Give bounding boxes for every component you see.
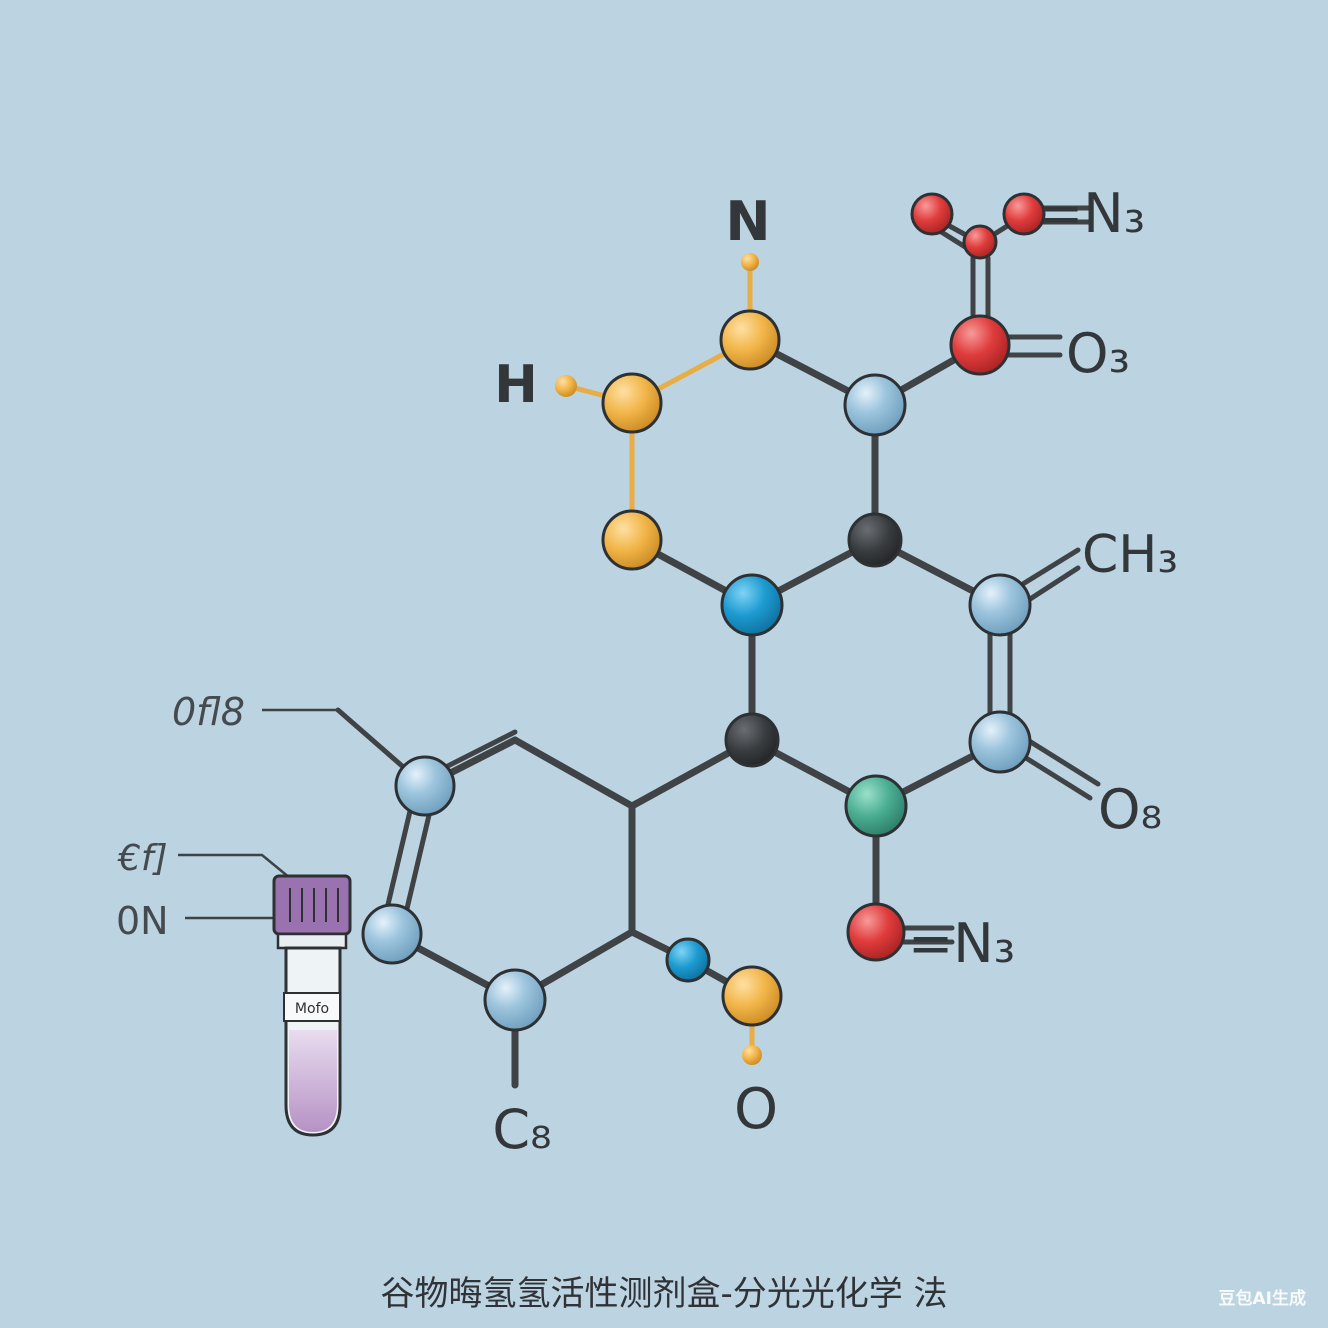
label-o3-upper: O₃ bbox=[1066, 322, 1130, 385]
label-h-left: H bbox=[494, 355, 538, 415]
atom-dark-center bbox=[724, 712, 780, 768]
atom-blue-left-2 bbox=[361, 903, 423, 965]
atom-red-lower bbox=[846, 902, 906, 962]
atom-labels: N H =N₃ O₃ CH₃ O₈ =N₃ O C₈ 0fl8 €f] 0N bbox=[116, 182, 1178, 1161]
caption: 谷物晦氢氢活性测剂盒-分光光化学 法 bbox=[380, 1274, 948, 1314]
tube-label: Mofo bbox=[295, 1001, 329, 1017]
tube-liquid bbox=[289, 1030, 337, 1132]
label-c8: C₈ bbox=[492, 1098, 551, 1161]
atom-yellow-lower bbox=[601, 509, 663, 571]
atom-deepblue-small bbox=[665, 937, 711, 983]
atom-blue-bottom bbox=[483, 968, 547, 1032]
atom-red-top-right bbox=[1002, 192, 1046, 236]
atom-deepblue-center bbox=[720, 573, 784, 637]
test-tube: Mofo bbox=[272, 874, 352, 1137]
label-n3-top: =N₃ bbox=[1038, 182, 1145, 245]
atom-yellow-small-bottom bbox=[742, 1045, 762, 1065]
label-n-top: N bbox=[725, 190, 770, 253]
label-n3-lower: =N₃ bbox=[908, 912, 1015, 975]
label-left-1: 0fl8 bbox=[172, 690, 245, 734]
atom-yellow-bottom bbox=[721, 965, 783, 1027]
atom-red-top-mid bbox=[962, 224, 998, 260]
watermark: 豆包AI生成 bbox=[1218, 1289, 1306, 1309]
atom-blue-left-1 bbox=[394, 755, 456, 817]
label-ch3: CH₃ bbox=[1082, 525, 1178, 585]
label-left-3: 0N bbox=[116, 899, 169, 943]
atom-green bbox=[844, 774, 908, 838]
atom-blue-right-2 bbox=[968, 710, 1032, 774]
atoms bbox=[361, 192, 1046, 1065]
atom-yellow-small-left bbox=[555, 375, 577, 397]
atom-yellow-small-top bbox=[741, 253, 759, 271]
atom-blue-right-1 bbox=[968, 573, 1032, 637]
atom-blue-upper bbox=[843, 373, 907, 437]
atom-red-top-left bbox=[910, 192, 954, 236]
atom-dark-upper bbox=[847, 512, 903, 568]
label-leaders bbox=[178, 708, 426, 920]
label-o8-right: O₈ bbox=[1098, 778, 1162, 841]
atom-red-upper bbox=[949, 314, 1011, 376]
atom-yellow-top bbox=[719, 309, 781, 371]
atom-yellow-left bbox=[601, 372, 663, 434]
yellow-bonds bbox=[564, 262, 755, 1058]
label-left-2: €f] bbox=[117, 838, 168, 879]
label-o-bottom: O bbox=[734, 1077, 778, 1142]
